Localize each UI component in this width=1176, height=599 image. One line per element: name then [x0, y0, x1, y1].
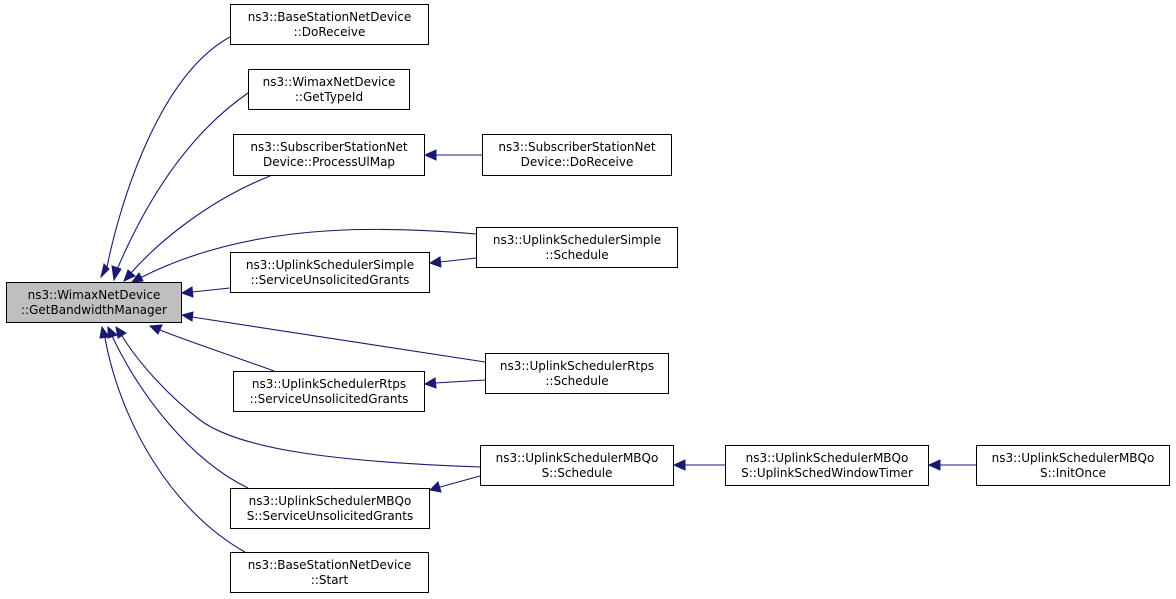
node-line-2: ::DoReceive [293, 24, 366, 39]
edge-bs-receive-arrowhead [100, 263, 110, 279]
node-bs-do-receive[interactable]: ns3::BaseStationNetDevice ::DoReceive [230, 4, 429, 45]
edge-get-type-id [115, 92, 249, 273]
node-simple-schedule[interactable]: ns3::UplinkSchedulerSimple ::Schedule [476, 227, 678, 268]
node-line-2: ::Schedule [545, 373, 609, 388]
node-line-1: ns3::UplinkSchedulerSimple [245, 257, 415, 272]
edge-mbqos-schedule-root-arrowhead [115, 326, 127, 339]
edge-rtps-schedule-root-arrowhead [180, 311, 194, 322]
edge-rtps-sug [159, 329, 275, 372]
node-line-1: ns3::WimaxNetDevice [262, 74, 396, 89]
edge-mbqos-schedule-root [121, 335, 481, 468]
edge-window-timer-arrowhead [672, 459, 686, 471]
edge-process-ulmap [129, 175, 271, 275]
edge-simple-schedule-sug [439, 257, 477, 263]
node-line-1: ns3::UplinkSchedulerMBQo [248, 493, 412, 508]
node-line-1: ns3::UplinkSchedulerRtps [499, 358, 655, 373]
edge-rtps-schedule-root [191, 316, 486, 363]
node-line-1: ns3::UplinkSchedulerMBQo [745, 450, 909, 465]
node-line-1: ns3::BaseStationNetDevice [247, 9, 412, 24]
edge-mbqos-schedule-sug [439, 475, 481, 488]
edge-get-type-id-arrowhead [111, 265, 122, 282]
node-wimax-get-type-id[interactable]: ns3::WimaxNetDevice ::GetTypeId [248, 69, 410, 110]
node-line-1: ns3::SubscriberStationNet [498, 140, 656, 154]
node-mbqos-service-unsolicited-grants[interactable]: ns3::UplinkSchedulerMBQo S::ServiceUnsol… [230, 488, 430, 529]
edge-simple-schedule-root-arrowhead [130, 272, 144, 283]
edge-process-ulmap-arrowhead [123, 269, 136, 282]
node-line-1: ns3::UplinkSchedulerSimple [492, 232, 662, 247]
edge-bs-start [104, 337, 246, 553]
node-ss-do-receive[interactable]: ns3::SubscriberStationNet Device::DoRece… [482, 134, 672, 176]
node-line-2: ::Schedule [545, 247, 609, 262]
node-line-1: ns3::SubscriberStationNet [250, 140, 408, 154]
node-line-2: S::Schedule [541, 465, 613, 480]
edge-rtps-schedule-sug-arrowhead [423, 377, 437, 389]
node-line-1: ns3::UplinkSchedulerRtps [251, 376, 407, 391]
node-line-2: Device::ProcessUlMap [262, 155, 396, 169]
node-line-2: S::UplinkSchedWindowTimer [741, 465, 913, 480]
node-line-1: ns3::UplinkSchedulerMBQo [495, 450, 659, 465]
node-line-2: ::Start [310, 572, 349, 587]
node-line-1: ns3::WimaxNetDevice [27, 287, 161, 302]
edge-init-once-arrowhead [927, 459, 941, 471]
node-line-2: ::ServiceUnsolicitedGrants [249, 391, 409, 406]
edge-ss-receive-arrowhead [423, 149, 437, 161]
node-simple-service-unsolicited-grants[interactable]: ns3::UplinkSchedulerSimple ::ServiceUnso… [230, 252, 430, 293]
node-line-2: S::InitOnce [1040, 465, 1106, 480]
edge-rtps-schedule-sug [434, 379, 486, 384]
edge-rtps-sug-arrowhead [148, 324, 163, 335]
node-rtps-schedule[interactable]: ns3::UplinkSchedulerRtps ::Schedule [485, 353, 669, 394]
node-rtps-service-unsolicited-grants[interactable]: ns3::UplinkSchedulerRtps ::ServiceUnsoli… [233, 371, 425, 412]
node-mbqos-init-once[interactable]: ns3::UplinkSchedulerMBQo S::InitOnce [976, 445, 1170, 486]
node-line-1: ns3::UplinkSchedulerMBQo [991, 450, 1155, 465]
node-wimax-get-bandwidth-manager[interactable]: ns3::WimaxNetDevice ::GetBandwidthManage… [6, 282, 182, 323]
node-line-2: ::GetTypeId [294, 89, 364, 104]
node-line-2: ::ServiceUnsolicitedGrants [250, 272, 410, 287]
edge-mbqos-schedule-sug-arrowhead [428, 481, 442, 493]
node-mbqos-uplink-sched-window-timer[interactable]: ns3::UplinkSchedulerMBQo S::UplinkSchedW… [725, 445, 929, 486]
edge-bs-receive [105, 36, 231, 273]
node-mbqos-schedule[interactable]: ns3::UplinkSchedulerMBQo S::Schedule [480, 445, 674, 486]
edge-simple-schedule-sug-arrowhead [428, 256, 442, 268]
node-bs-start[interactable]: ns3::BaseStationNetDevice ::Start [230, 552, 429, 593]
edge-simple-sug [191, 287, 231, 293]
edge-mbqos-sug [111, 335, 249, 489]
node-line-2: Device::DoReceive [520, 155, 634, 169]
node-line-1: ns3::BaseStationNetDevice [247, 557, 412, 572]
node-line-2: S::ServiceUnsolicitedGrants [246, 508, 414, 523]
node-line-2: ::GetBandwidthManager [21, 302, 167, 317]
edge-bs-start-arrowhead [99, 325, 110, 339]
edge-mbqos-sug-arrowhead [107, 325, 118, 339]
edge-simple-schedule-root [139, 228, 477, 279]
node-ss-process-ulmap[interactable]: ns3::SubscriberStationNet Device::Proces… [233, 134, 425, 176]
edge-simple-sug-arrowhead [180, 286, 194, 298]
